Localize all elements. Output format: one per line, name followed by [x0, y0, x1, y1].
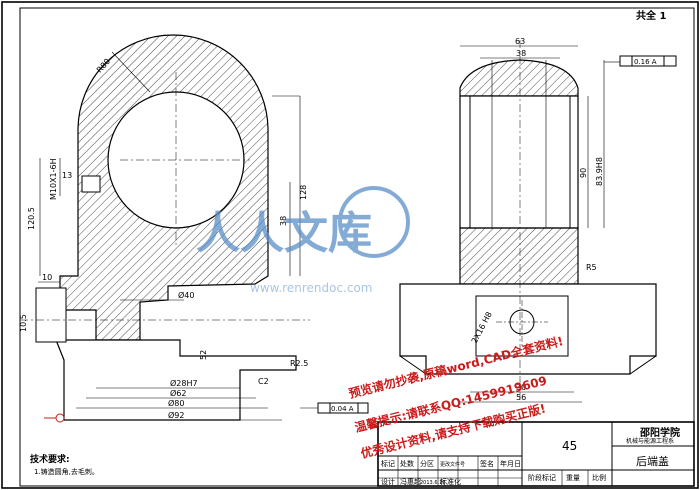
dim-80: Ø80: [168, 398, 184, 408]
dim-83-9: 83.9H8: [595, 157, 604, 186]
left-view: R80 120.5 M10X1-6H 13 10 38 128 10.5 52 …: [19, 34, 369, 423]
dim-38-right: 38: [516, 49, 526, 58]
tb-r2-0: 设计: [381, 477, 395, 486]
dim-30: 30: [516, 383, 526, 392]
dim-r2: R2.5: [290, 359, 308, 368]
title-block: 邵阳学院 机械与能源工程系 后端盖 45 标记 处数 分区 更改文件号 签名 年…: [377, 421, 695, 487]
dim-c2: C2: [258, 377, 269, 386]
dim-56: 56: [516, 393, 526, 402]
dim-38: 38: [279, 216, 288, 226]
watermark: 人人文库 www.renrendoc.com: [196, 186, 410, 295]
school-name: 邵阳学院: [639, 426, 680, 439]
dim-90: 90: [579, 168, 588, 178]
tb-r2-1: 冯惠超: [400, 477, 421, 486]
tolerance-left: 0.04 A: [331, 405, 354, 413]
tb-r1-3: 更改文件号: [440, 461, 465, 468]
part-name: 后端盖: [636, 454, 669, 468]
tolerance-frame-right: [619, 55, 677, 67]
watermark-brand: 人人文库: [196, 208, 372, 259]
tb-r2-5: 重量: [566, 474, 580, 482]
watermark-url: www.renrendoc.com: [250, 281, 372, 295]
tb-r1-1: 处数: [400, 459, 414, 468]
tb-r1-4: 签名: [480, 459, 494, 468]
dim-10: 10: [42, 273, 52, 282]
dim-52: 52: [199, 350, 208, 360]
part-number: 45: [562, 439, 577, 453]
dim-height-total: 120.5: [27, 207, 36, 230]
right-bore-section: [459, 95, 579, 229]
tb-r2-4: 阶段标记: [528, 473, 556, 482]
dim-128: 128: [299, 185, 308, 200]
dim-10-5: 10.5: [19, 314, 28, 332]
tb-r2-3: 标准化: [440, 477, 461, 486]
dim-92: Ø92: [168, 410, 184, 420]
tolerance-right: 0.16 A: [634, 58, 657, 66]
datum-a-marker: [55, 413, 65, 423]
department: 机械与能源工程系: [626, 437, 674, 445]
notes-title: 技术要求:: [30, 453, 70, 465]
dim-63: 63: [515, 37, 525, 46]
dim-62: Ø62: [170, 388, 186, 398]
dim-13: 13: [62, 171, 72, 180]
dim-40: Ø40: [178, 290, 194, 300]
sheet-label: 共全 1: [636, 9, 666, 22]
dim-thread: M10X1-6H: [49, 158, 58, 200]
tb-r2-6: 比例: [592, 473, 606, 482]
dim-28h7: Ø28H7: [170, 378, 198, 388]
tb-r2-2: 2013.6.16: [420, 480, 445, 486]
tb-r1-2: 分区: [420, 459, 434, 468]
tb-r1-5: 年月日: [500, 459, 521, 468]
left-flange: [55, 339, 297, 421]
tb-r1-0: 标记: [381, 459, 395, 468]
dim-r5: R5: [586, 263, 597, 272]
right-view: 63 38 90 83.9H8 30 56 R5 2X16 H8 0.16 A: [399, 37, 677, 403]
notes-line1: 1.铸造圆角,去毛刺。: [34, 467, 99, 476]
sheet-inner-border: [19, 7, 695, 487]
